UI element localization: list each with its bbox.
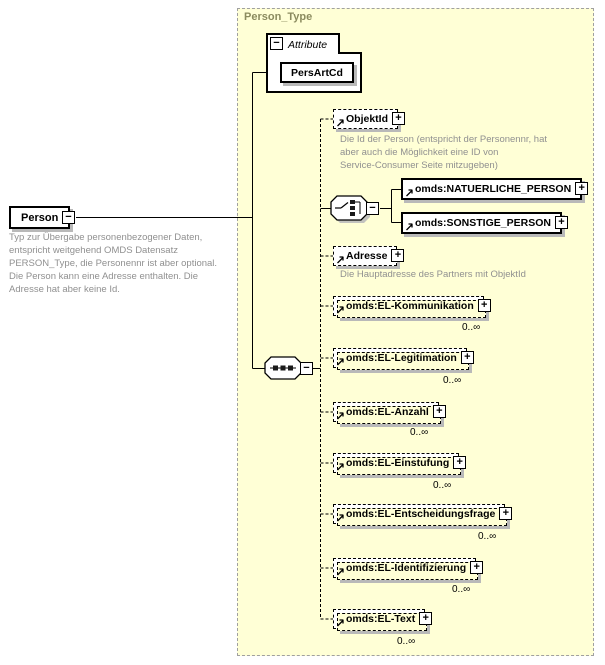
ref-arrow-icon — [336, 305, 345, 314]
element-el-entscheidungsfrage[interactable]: omds:EL-Entscheidungsfrage + — [333, 504, 513, 526]
element-natuerliche-person[interactable]: omds:NATUERLICHE_PERSON + — [401, 178, 589, 200]
expand-icon[interactable]: + — [477, 299, 491, 312]
cardinality-label: 0..∞ — [478, 531, 497, 542]
attribute-section-label: Attribute — [288, 38, 328, 51]
element-el-text-label: omds:EL-Text — [346, 613, 416, 625]
ref-arrow-icon — [405, 188, 414, 197]
ref-arrow-icon — [336, 618, 345, 627]
element-adresse[interactable]: Adresse + — [333, 246, 405, 266]
ref-arrow-icon — [336, 567, 345, 576]
expand-icon[interactable]: + — [391, 249, 405, 262]
element-person-label: Person — [21, 211, 59, 224]
cardinality-label: 0..∞ — [452, 584, 471, 595]
element-objektid[interactable]: ObjektId + — [333, 109, 406, 129]
expand-icon[interactable]: + — [554, 216, 568, 229]
element-el-kommunikation-label: omds:EL-Kommunikation — [346, 300, 474, 312]
ref-arrow-icon — [405, 222, 414, 231]
expand-icon[interactable]: + — [453, 456, 467, 469]
ref-arrow-icon — [336, 255, 345, 264]
collapse-icon[interactable]: − — [270, 37, 283, 50]
expand-icon[interactable]: + — [499, 507, 513, 520]
attribute-persartcd[interactable]: PersArtCd — [280, 62, 354, 83]
ref-arrow-icon — [336, 411, 345, 420]
cardinality-label: 0..∞ — [443, 375, 462, 386]
element-sonstige-person[interactable]: omds:SONSTIGE_PERSON + — [401, 212, 568, 234]
element-sonstige-person-label: omds:SONSTIGE_PERSON — [415, 217, 551, 229]
expand-icon[interactable]: + — [460, 351, 474, 364]
element-el-text[interactable]: omds:EL-Text + — [333, 609, 433, 631]
element-el-einstufung-label: omds:EL-Einstufung — [346, 457, 450, 469]
cardinality-label: 0..∞ — [462, 322, 481, 333]
element-person-annotation: Typ zur Übergabe personenbezogener Daten… — [9, 232, 218, 295]
element-el-anzahl[interactable]: omds:EL-Anzahl + — [333, 402, 446, 424]
ref-arrow-icon — [336, 357, 345, 366]
element-el-entscheidungsfrage-label: omds:EL-Entscheidungsfrage — [346, 508, 496, 520]
person-type-container — [237, 8, 594, 656]
expand-icon[interactable]: + — [432, 405, 446, 418]
element-el-kommunikation[interactable]: omds:EL-Kommunikation + — [333, 296, 491, 318]
cardinality-label: 0..∞ — [410, 427, 429, 438]
element-adresse-label: Adresse — [346, 250, 388, 262]
expand-icon[interactable]: + — [575, 182, 589, 195]
expand-icon[interactable]: + — [419, 612, 433, 625]
element-objektid-label: ObjektId — [346, 113, 389, 125]
collapse-icon[interactable]: − — [62, 211, 75, 224]
ref-arrow-icon — [336, 118, 345, 127]
cardinality-label: 0..∞ — [433, 480, 452, 491]
expand-icon[interactable]: + — [470, 561, 484, 574]
element-person[interactable]: Person — [9, 206, 71, 229]
element-el-identifizierung[interactable]: omds:EL-Identifizierung + — [333, 558, 484, 580]
element-el-anzahl-label: omds:EL-Anzahl — [346, 406, 429, 418]
element-objektid-annotation: Die Id der Person (entspricht der Person… — [340, 134, 548, 171]
ref-arrow-icon — [336, 462, 345, 471]
expand-icon[interactable]: + — [392, 112, 406, 125]
element-el-legitimation[interactable]: omds:EL-Legitimation + — [333, 348, 474, 370]
collapse-icon[interactable]: − — [366, 202, 379, 215]
cardinality-label: 0..∞ — [397, 636, 416, 647]
element-natuerliche-person-label: omds:NATUERLICHE_PERSON — [415, 183, 572, 195]
attribute-section-tab[interactable]: Attribute — [266, 33, 340, 54]
collapse-icon[interactable]: − — [300, 362, 313, 375]
element-adresse-annotation: Die Hauptadresse des Partners mit Objekt… — [340, 269, 526, 280]
person-type-label: Person_Type — [244, 11, 313, 23]
attribute-persartcd-label: PersArtCd — [291, 66, 343, 79]
ref-arrow-icon — [336, 513, 345, 522]
element-el-legitimation-label: omds:EL-Legitimation — [346, 352, 457, 364]
element-el-einstufung[interactable]: omds:EL-Einstufung + — [333, 453, 467, 475]
element-el-identifizierung-label: omds:EL-Identifizierung — [346, 562, 467, 574]
